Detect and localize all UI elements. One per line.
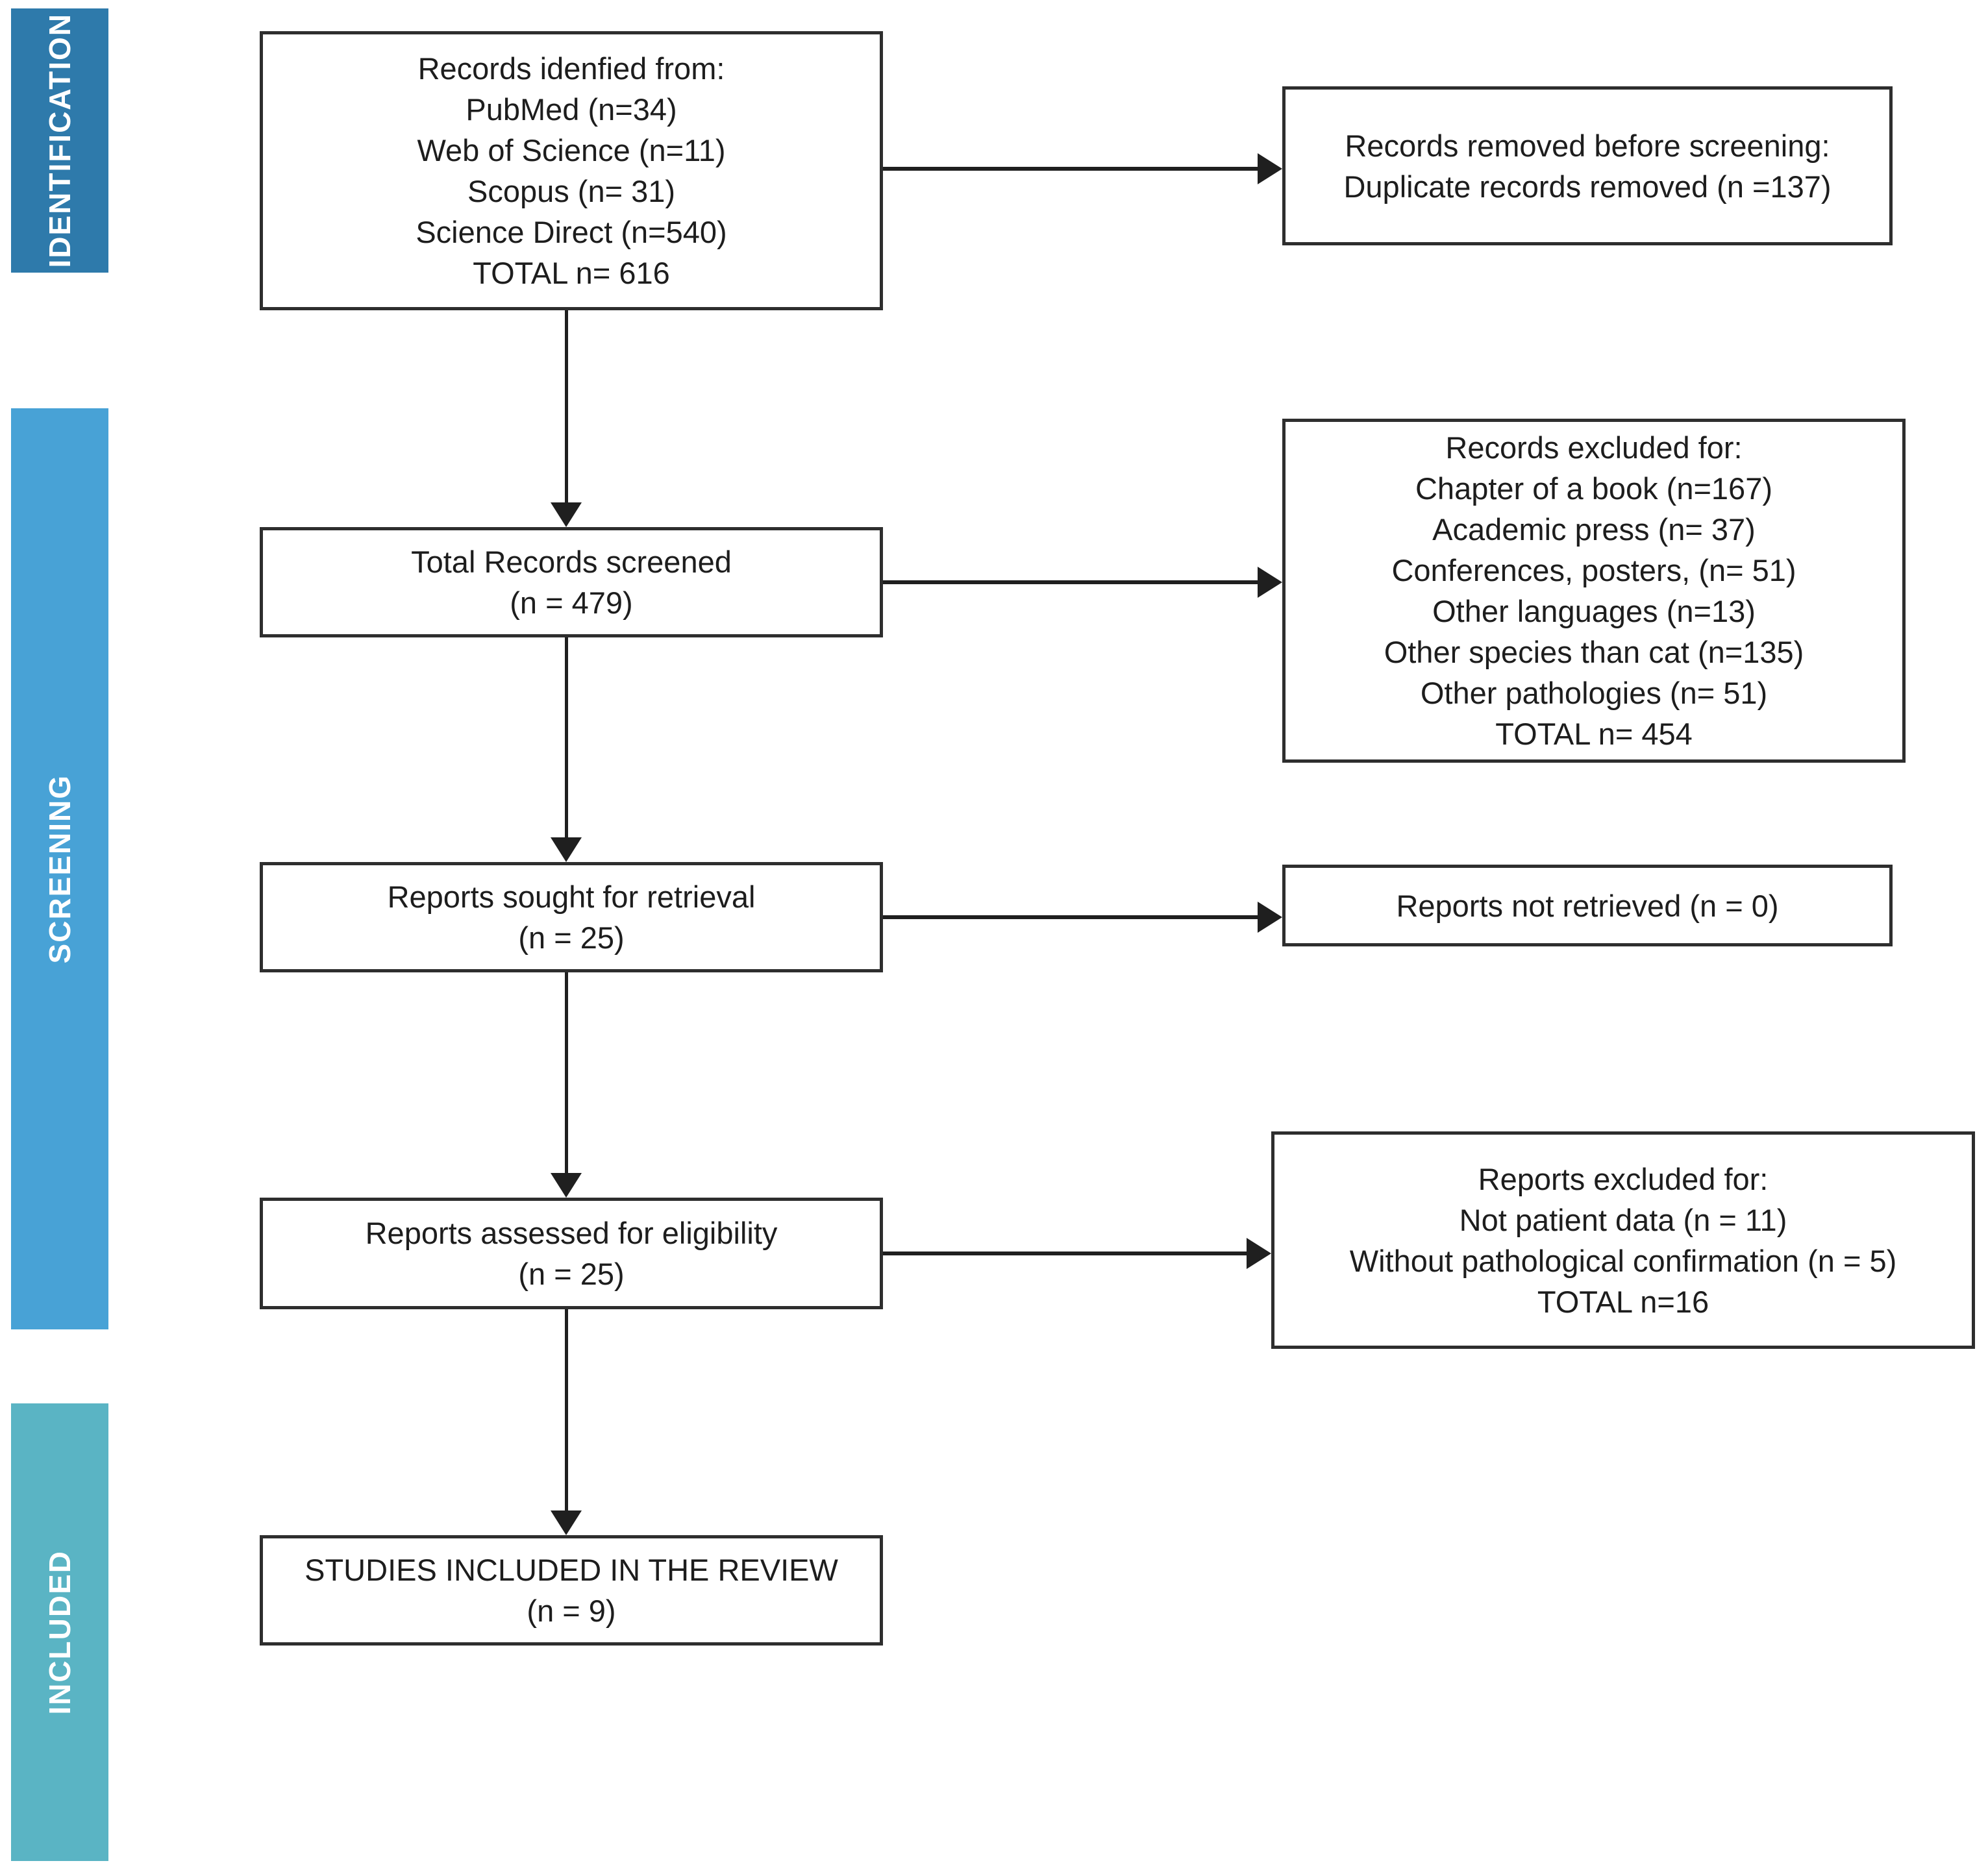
box-reports-not-retrieved: Reports not retrieved (n = 0) (1282, 865, 1893, 946)
box-text-line: Without pathological confirmation (n = 5… (1349, 1243, 1897, 1278)
box-text-line: PubMed (n=34) (466, 92, 677, 127)
arrow-line (883, 580, 1258, 584)
box-text-line: Records idenfied from: (417, 51, 725, 86)
stage-label-included: INCLUDED (43, 1549, 77, 1715)
arrow-line (565, 972, 568, 1173)
box-text-line: Chapter of a book (n=167) (1415, 471, 1772, 506)
arrow-right-icon (1258, 153, 1282, 184)
arrow-right-icon (1247, 1238, 1271, 1269)
arrow-down-icon (551, 837, 582, 862)
box-text-line: Reports assessed for eligibility (365, 1216, 778, 1250)
stage-bar-screening: SCREENING (11, 408, 108, 1329)
box-text-line: Other species than cat (n=135) (1384, 635, 1804, 669)
arrow-right-icon (1258, 902, 1282, 933)
box-text-line: Records excluded for: (1445, 430, 1743, 465)
box-text-line: Other languages (n=13) (1432, 594, 1756, 628)
box-text-line: Reports not retrieved (n = 0) (1396, 888, 1779, 923)
box-studies-included: STUDIES INCLUDED IN THE REVIEW (n = 9) (260, 1535, 883, 1646)
stage-label-screening: SCREENING (43, 774, 77, 964)
box-text-line: (n = 25) (518, 1257, 625, 1291)
box-text-line: Duplicate records removed (n =137) (1343, 169, 1832, 204)
stage-bar-included: INCLUDED (11, 1403, 108, 1861)
box-text-line: Web of Science (n=11) (417, 133, 726, 167)
box-reports-sought: Reports sought for retrieval (n = 25) (260, 862, 883, 972)
box-text-line: Total Records screened (411, 545, 732, 579)
box-text-line: Reports sought for retrieval (387, 880, 756, 914)
box-records-identified: Records idenfied from: PubMed (n=34) Web… (260, 31, 883, 310)
arrow-line (883, 1251, 1247, 1255)
box-text-line: (n = 25) (518, 920, 625, 955)
box-text-line: Academic press (n= 37) (1432, 512, 1756, 547)
arrow-line (565, 637, 568, 837)
box-text-line: TOTAL n= 616 (473, 256, 670, 290)
box-records-screened: Total Records screened (n = 479) (260, 527, 883, 637)
box-reports-excluded: Reports excluded for: Not patient data (… (1271, 1131, 1975, 1349)
stage-label-identification: IDENTIFICATION (43, 13, 77, 268)
arrow-line (883, 167, 1258, 171)
arrow-down-icon (551, 1173, 582, 1198)
box-text-line: Conferences, posters, (n= 51) (1391, 553, 1796, 587)
arrow-line (565, 310, 568, 502)
box-text-line: (n = 9) (527, 1594, 616, 1628)
stage-bar-identification: IDENTIFICATION (11, 8, 108, 273)
box-records-removed: Records removed before screening: Duplic… (1282, 86, 1893, 245)
box-text-line: Reports excluded for: (1478, 1161, 1769, 1196)
box-text-line: Other pathologies (n= 51) (1420, 676, 1768, 710)
arrow-line (883, 915, 1258, 919)
box-reports-assessed: Reports assessed for eligibility (n = 25… (260, 1198, 883, 1309)
box-text-line: TOTAL n=16 (1537, 1284, 1709, 1319)
box-text-line: (n = 479) (510, 586, 633, 620)
box-text-line: Not patient data (n = 11) (1459, 1202, 1787, 1237)
arrow-right-icon (1258, 567, 1282, 598)
box-text-line: Records removed before screening: (1345, 128, 1830, 163)
arrow-down-icon (551, 1510, 582, 1535)
box-text-line: TOTAL n= 454 (1495, 717, 1693, 751)
arrow-line (565, 1309, 568, 1510)
box-records-excluded: Records excluded for: Chapter of a book … (1282, 419, 1906, 763)
arrow-down-icon (551, 502, 582, 527)
box-text-line: Scopus (n= 31) (467, 174, 676, 208)
box-text-line: STUDIES INCLUDED IN THE REVIEW (304, 1553, 838, 1587)
box-text-line: Science Direct (n=540) (416, 215, 727, 249)
